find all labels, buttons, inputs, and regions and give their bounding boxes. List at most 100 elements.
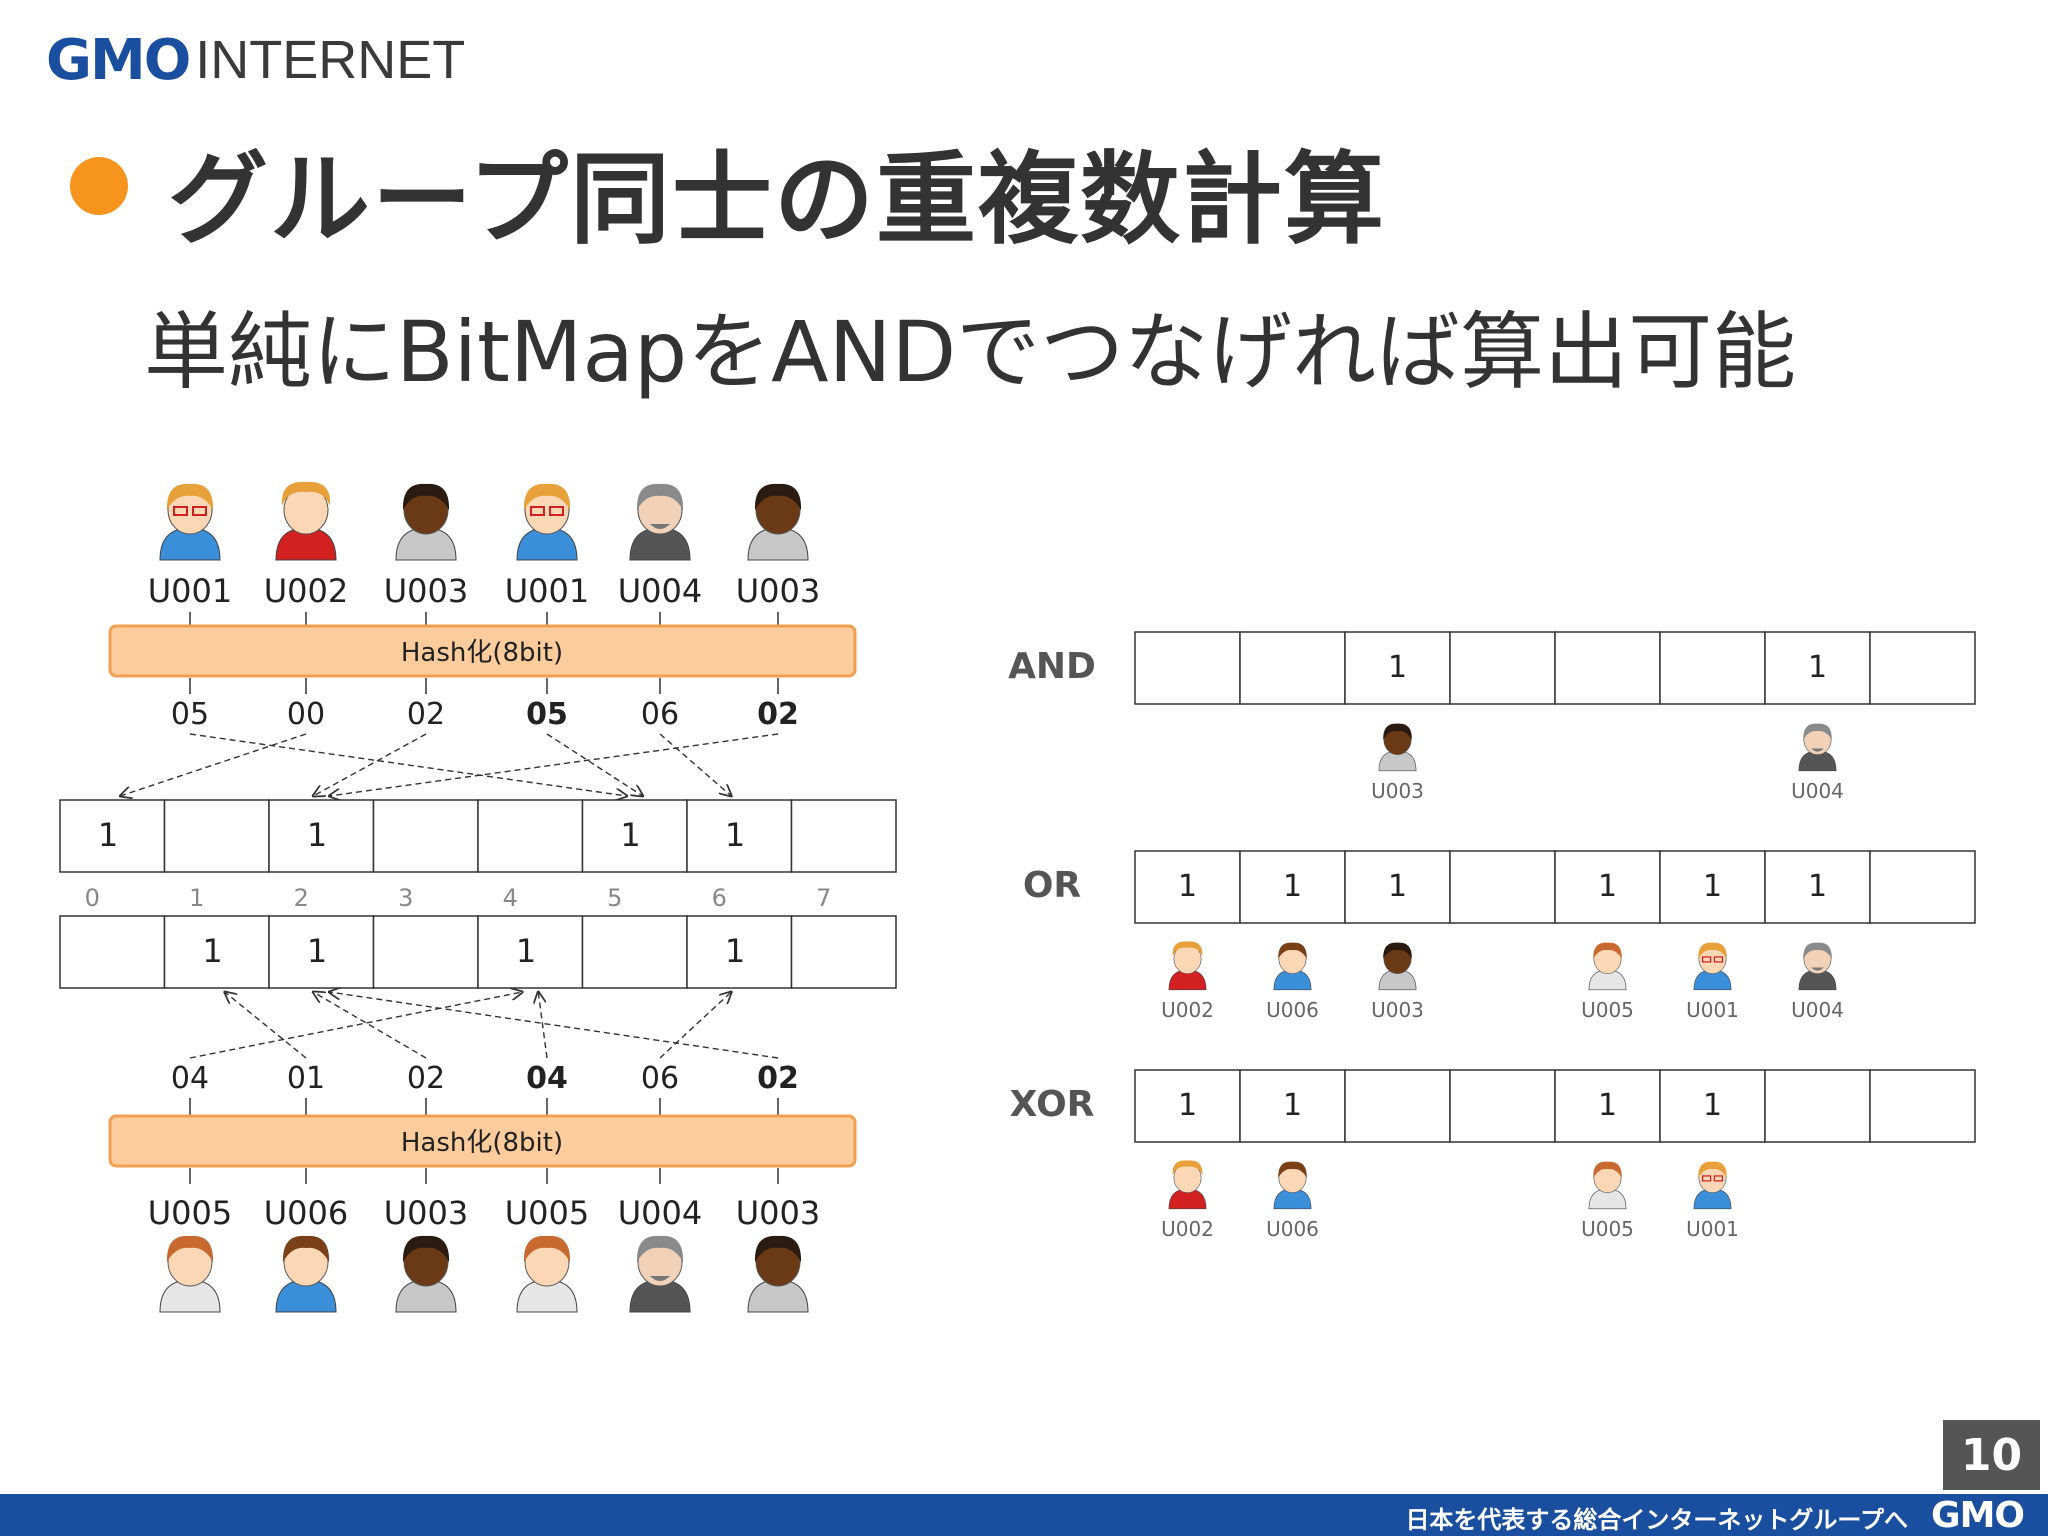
op-and-cell xyxy=(1764,631,1871,705)
op-and-cell xyxy=(1344,631,1451,705)
hash-arrow xyxy=(120,733,307,796)
op-or-cell xyxy=(1134,850,1241,924)
slide-subtitle: 単純にBitMapをANDでつなげれば算出可能 xyxy=(144,303,1797,401)
op-or-bit: 1 xyxy=(1283,869,1302,904)
diagram.group_a-hash-value: 05 xyxy=(526,697,568,732)
op-and-cell xyxy=(1134,631,1241,705)
group-a-bitmap-cell xyxy=(372,799,479,873)
u005-avatar-icon xyxy=(1588,942,1627,991)
gmo-internet-logo: GMO INTERNET xyxy=(46,27,465,93)
group-b-bitmap-bit: 1 xyxy=(516,932,536,970)
group-b-bitmap-cell xyxy=(268,915,375,989)
op-or-user-label: U005 xyxy=(1581,998,1634,1022)
slide-title: グループ同士の重複数計算 xyxy=(168,141,1386,258)
diagram.group_b-hash-value: 04 xyxy=(171,1061,209,1096)
op-xor-user-label: U001 xyxy=(1686,1217,1739,1241)
op-and-bit: 1 xyxy=(1388,650,1407,685)
diagram.group_b-user-label: U005 xyxy=(505,1194,590,1232)
diagram.group_b-hash-value: 06 xyxy=(641,1061,679,1096)
hash-arrow xyxy=(659,992,731,1059)
op-xor-cell xyxy=(1449,1069,1556,1143)
hash-arrow xyxy=(659,733,731,796)
op-and-cell xyxy=(1869,631,1976,705)
op-or-user-label: U003 xyxy=(1371,998,1424,1022)
bit-index-label: 3 xyxy=(398,884,413,912)
op-label-or: OR xyxy=(1023,865,1081,906)
group-b-bitmap-bit: 1 xyxy=(307,932,327,970)
op-xor-cell xyxy=(1134,1069,1241,1143)
u006-avatar-icon xyxy=(1273,1161,1312,1210)
group-a-bitmap-cell xyxy=(686,799,793,873)
op-xor-bit: 1 xyxy=(1178,1088,1197,1123)
bit-index-label: 6 xyxy=(712,884,727,912)
u002-avatar-icon xyxy=(275,481,337,561)
op-or-cell xyxy=(1554,850,1661,924)
diagram.group_b-user-label: U005 xyxy=(148,1194,233,1232)
op-or-bit: 1 xyxy=(1808,869,1827,904)
diagram.group_a-hash-value: 00 xyxy=(287,697,325,732)
diagram.group_a-user-label: U001 xyxy=(505,572,590,610)
op-or-cell xyxy=(1239,850,1346,924)
hash-arrow xyxy=(329,992,779,1059)
group-a-hash-label: Hash化(8bit) xyxy=(401,638,563,668)
diagram.group_b-user-label: U004 xyxy=(618,1194,703,1232)
op-and-user-label: U004 xyxy=(1791,779,1844,803)
op-or-bit: 1 xyxy=(1703,869,1722,904)
diagram.group_b-hash-value: 01 xyxy=(287,1061,325,1096)
op-or-cell xyxy=(1764,850,1871,924)
group-b-bitmap-cell xyxy=(581,915,688,989)
diagram.group_a-user-label: U002 xyxy=(264,572,349,610)
op-xor-cell xyxy=(1764,1069,1871,1143)
u002-avatar-icon xyxy=(1168,941,1207,991)
group-a-hash-bar xyxy=(108,624,857,678)
group-a-bitmap-cell xyxy=(268,799,375,873)
diagram.group_b-hash-value: 04 xyxy=(526,1061,568,1096)
op-xor-user-label: U006 xyxy=(1266,1217,1319,1241)
u003-avatar-icon xyxy=(395,1235,457,1313)
u004-avatar-icon xyxy=(1798,723,1837,772)
group-a-bitmap-bit: 1 xyxy=(307,816,327,854)
diagram.group_a-user-label: U003 xyxy=(736,572,821,610)
group-a-bitmap-bit: 1 xyxy=(620,816,640,854)
group-b-bitmap-cell xyxy=(372,915,479,989)
u002-avatar-icon xyxy=(1168,1160,1207,1210)
group-a-bitmap-bit: 1 xyxy=(98,816,118,854)
u003-avatar-icon xyxy=(1378,723,1417,772)
footer-logo: GMO xyxy=(1931,1495,2025,1536)
hash-arrow xyxy=(313,733,427,796)
u003-avatar-icon xyxy=(747,483,809,561)
u001-avatar-icon xyxy=(516,483,578,561)
group-a-bitmap-cell xyxy=(59,799,166,873)
u003-avatar-icon xyxy=(747,1235,809,1313)
u003-avatar-icon xyxy=(395,483,457,561)
group-a-bitmap-bit: 1 xyxy=(725,816,745,854)
op-and-cell xyxy=(1449,631,1556,705)
group-b-bitmap-cell xyxy=(163,915,270,989)
op-xor-bit: 1 xyxy=(1598,1088,1617,1123)
bit-index-label: 1 xyxy=(189,884,204,912)
u001-avatar-icon xyxy=(1693,942,1732,991)
u004-avatar-icon xyxy=(629,483,691,561)
group-b-hash-bar xyxy=(108,1114,857,1168)
group-b-bitmap-cell xyxy=(686,915,793,989)
bit-index-label: 0 xyxy=(85,884,100,912)
hash-arrow xyxy=(313,992,427,1059)
group-a-bitmap-cell xyxy=(477,799,584,873)
u004-avatar-icon xyxy=(629,1235,691,1313)
logo-gmo-text: GMO xyxy=(46,27,191,93)
page-number: 10 xyxy=(1943,1420,2040,1490)
diagram.group_a-hash-value: 05 xyxy=(171,697,209,732)
group-b-bitmap-cell xyxy=(477,915,584,989)
hash-arrow xyxy=(189,992,522,1059)
diagram.group_a-hash-value: 02 xyxy=(757,697,799,732)
u003-avatar-icon xyxy=(1378,942,1417,991)
op-and-cell xyxy=(1239,631,1346,705)
op-or-bit: 1 xyxy=(1598,869,1617,904)
title-bullet-icon xyxy=(70,157,128,215)
diagram.group_b-user-label: U003 xyxy=(736,1194,821,1232)
diagram.group_b-user-label: U003 xyxy=(384,1194,469,1232)
bit-index-label: 5 xyxy=(607,884,622,912)
group-b-bitmap-bit: 1 xyxy=(725,932,745,970)
op-xor-cell xyxy=(1239,1069,1346,1143)
